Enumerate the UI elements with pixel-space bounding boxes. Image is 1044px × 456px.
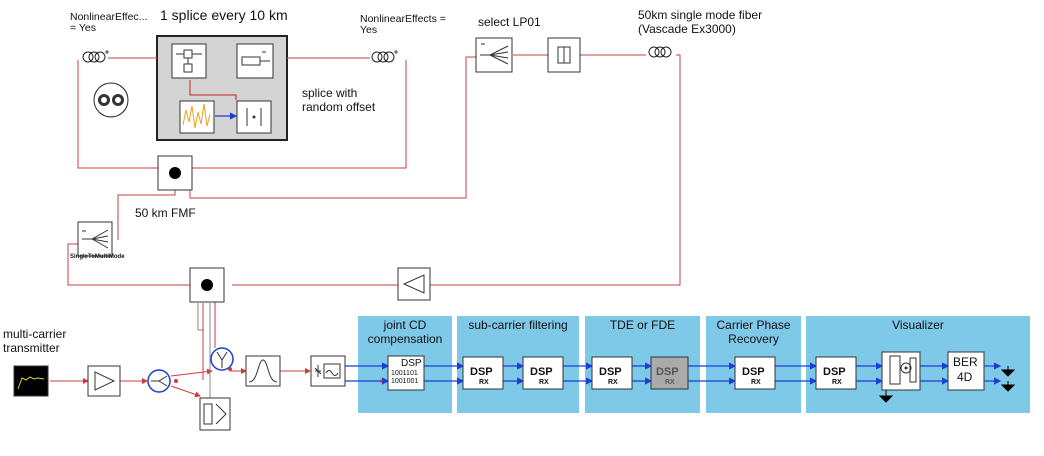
coupler-icon[interactable] bbox=[210, 347, 234, 371]
dsp-cd-label: DSP bbox=[401, 358, 422, 369]
smf-label: 50km single mode fiber (Vascade Ex3000) bbox=[638, 8, 763, 36]
dsp-rx-block-1[interactable] bbox=[462, 356, 504, 390]
nonlinear-right-label: NonlinearEffects = Yes bbox=[360, 13, 446, 36]
dsp-label-5: DSP bbox=[742, 366, 765, 378]
stage-title-subcarrier: sub-carrier filtering bbox=[468, 318, 568, 332]
dsp-cd-bits-2: 1001001 bbox=[391, 378, 419, 385]
port-markers bbox=[174, 367, 383, 383]
dsp-label-6: DSP bbox=[823, 366, 846, 378]
fmf-label: 50 km FMF bbox=[135, 206, 196, 220]
fmf-splitter-block[interactable] bbox=[157, 155, 193, 191]
return-amplifier-block[interactable] bbox=[397, 267, 431, 301]
ber-4d-block[interactable] bbox=[947, 351, 985, 391]
dsp-rx-6: RX bbox=[832, 379, 842, 386]
fiber-coil-right-icon[interactable] bbox=[371, 50, 398, 63]
splice-desc-label: splice with random offset bbox=[302, 86, 376, 114]
optical-wires bbox=[50, 54, 681, 398]
nonlinear-left-label: NonlinearEffec... = Yes bbox=[70, 11, 148, 34]
random-noise-block[interactable] bbox=[179, 100, 215, 134]
optical-filter-block[interactable] bbox=[245, 355, 281, 387]
coherent-receiver-block[interactable] bbox=[310, 355, 346, 387]
dsp-rx-4: RX bbox=[665, 379, 675, 386]
constellation-visualizer-block[interactable] bbox=[881, 351, 921, 391]
dsp-rx-block-4-disabled[interactable] bbox=[650, 356, 689, 390]
smf-coil-icon[interactable] bbox=[648, 46, 672, 58]
connector-block[interactable] bbox=[547, 37, 581, 73]
select-lp01-label: select LP01 bbox=[478, 15, 541, 29]
transmitter-block[interactable] bbox=[13, 365, 49, 397]
mode-profile-icon[interactable] bbox=[93, 82, 129, 118]
dsp-rx-block-6[interactable] bbox=[815, 356, 857, 390]
monitor-block[interactable] bbox=[199, 397, 231, 431]
dsp-rx-3: RX bbox=[608, 379, 618, 386]
dsp-rx-2: RX bbox=[539, 379, 549, 386]
stage-title-cd: joint CD compensation bbox=[367, 318, 443, 346]
single-to-multimode-block[interactable] bbox=[77, 221, 113, 257]
ber-line1: BER bbox=[953, 355, 978, 369]
select-lp01-block[interactable] bbox=[475, 37, 513, 73]
dsp-label-2: DSP bbox=[530, 366, 553, 378]
single-to-multimode-label: SingleToMultiMode bbox=[70, 254, 125, 260]
dsp-rx-block-5[interactable] bbox=[734, 356, 776, 390]
dsp-label-3: DSP bbox=[599, 366, 622, 378]
transmitter-label: multi-carrier transmitter bbox=[3, 327, 67, 355]
ground-icon-ber-2 bbox=[1000, 381, 1016, 392]
dsp-rx-5: RX bbox=[751, 379, 761, 386]
ber-line2: 4D bbox=[957, 370, 973, 384]
dsp-cd-block[interactable] bbox=[387, 355, 425, 391]
stage-title-visualizer: Visualizer bbox=[892, 318, 944, 332]
bottom-combiner-block[interactable] bbox=[189, 267, 225, 303]
splice-switch-block[interactable] bbox=[171, 43, 207, 79]
splice-offset-block[interactable] bbox=[236, 43, 274, 79]
control-wires bbox=[197, 303, 211, 398]
abs-value-block[interactable] bbox=[236, 100, 272, 134]
ground-icon-visualizer bbox=[878, 390, 894, 403]
dsp-rx-block-2[interactable] bbox=[522, 356, 564, 390]
stage-title-tde: TDE or FDE bbox=[609, 318, 676, 332]
stage-title-cpr: Carrier Phase Recovery bbox=[716, 318, 791, 346]
tx-splitter-icon[interactable] bbox=[147, 369, 171, 393]
dsp-label-1: DSP bbox=[470, 366, 493, 378]
ground-icon-ber-1 bbox=[1000, 366, 1016, 377]
dsp-cd-bits-1: 1001101 bbox=[391, 370, 418, 377]
tx-amplifier-block[interactable] bbox=[87, 365, 121, 397]
fiber-coil-left-icon[interactable] bbox=[82, 50, 109, 63]
dsp-rx-block-3[interactable] bbox=[591, 356, 633, 390]
dsp-rx-1: RX bbox=[479, 379, 489, 386]
dsp-label-4: DSP bbox=[656, 366, 679, 378]
electrical-wires bbox=[189, 80, 1002, 385]
splice-title: 1 splice every 10 km bbox=[160, 7, 288, 23]
